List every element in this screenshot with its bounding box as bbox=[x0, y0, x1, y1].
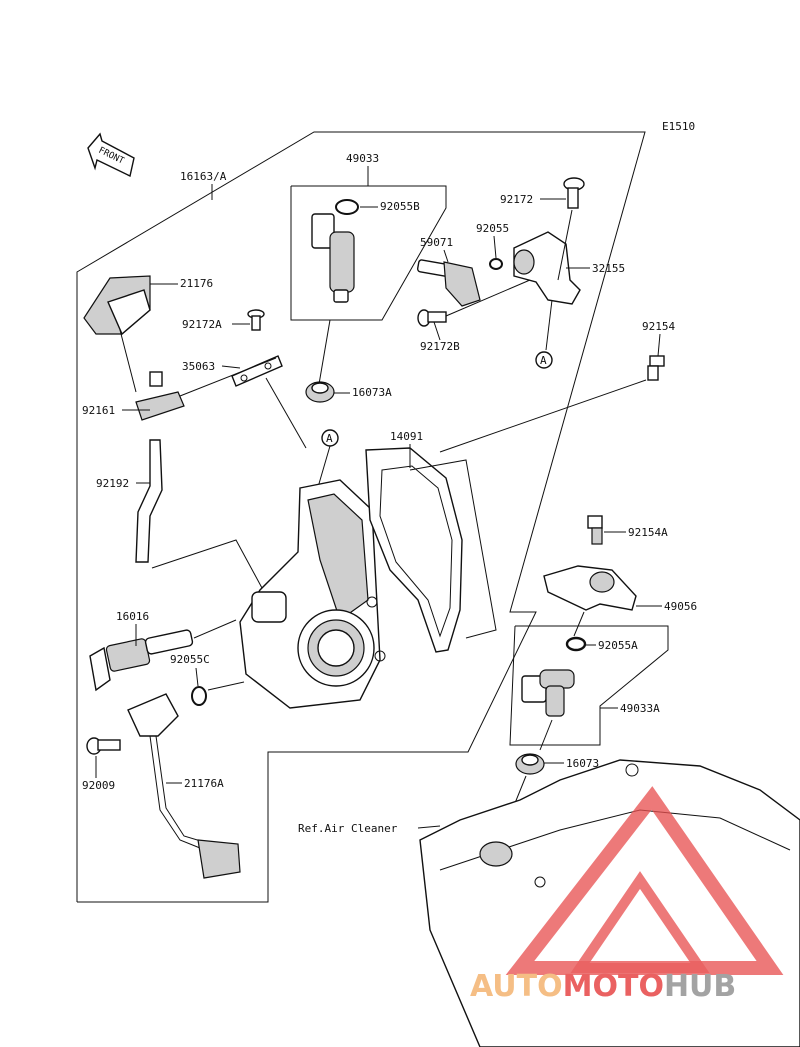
cover-14091 bbox=[365, 447, 463, 653]
injector-49033a bbox=[521, 669, 575, 717]
svg-text:A: A bbox=[326, 432, 333, 445]
label-49033: 49033 bbox=[346, 152, 379, 165]
label-49033a: 49033A bbox=[620, 702, 660, 715]
injector-49033 bbox=[311, 199, 359, 303]
screw-92172 bbox=[563, 177, 585, 209]
sensor-59071 bbox=[416, 259, 481, 307]
label-21176a: 21176A bbox=[184, 777, 224, 790]
callout-a-lower: A bbox=[535, 299, 553, 369]
screw-92172a bbox=[247, 309, 265, 331]
watermark-text-hub: HUB bbox=[664, 969, 736, 1004]
valve-16016 bbox=[89, 629, 194, 692]
oring-92055 bbox=[489, 258, 503, 270]
svg-text:AUTOMOTOHUB: AUTOMOTOHUB bbox=[470, 969, 736, 1004]
oring-92055c bbox=[191, 686, 207, 706]
seal-16073 bbox=[515, 753, 545, 775]
label-35063: 35063 bbox=[182, 360, 215, 373]
label-92055a: 92055A bbox=[598, 639, 638, 652]
assembly-outline bbox=[76, 131, 646, 903]
label-92154a: 92154A bbox=[628, 526, 668, 539]
label-16073: 16073 bbox=[566, 757, 599, 770]
callout-a-upper: A bbox=[315, 429, 339, 495]
screw-92172b bbox=[417, 309, 447, 327]
svg-text:A: A bbox=[540, 354, 547, 367]
label-16073a: 16073A bbox=[352, 386, 392, 399]
sensor-21176a bbox=[127, 693, 241, 879]
bolt-92154 bbox=[647, 355, 665, 381]
label-92172b: 92172B bbox=[420, 340, 460, 353]
label-16016: 16016 bbox=[116, 610, 149, 623]
watermark-logo: AUTOMOTOHUB bbox=[470, 786, 784, 1004]
label-16163a: 16163/A bbox=[180, 170, 227, 183]
diagram-code: E1510 bbox=[662, 120, 695, 133]
label-92161: 92161 bbox=[82, 404, 115, 417]
air-cleaner-housing bbox=[419, 759, 800, 1047]
screw-92009 bbox=[86, 737, 121, 755]
label-92172a: 92172A bbox=[182, 318, 222, 331]
label-92154: 92154 bbox=[642, 320, 675, 333]
front-arrow-icon: FRONT bbox=[87, 132, 135, 178]
label-21176: 21176 bbox=[180, 277, 213, 290]
oring-92055a bbox=[565, 636, 587, 652]
hose-92192 bbox=[135, 439, 163, 563]
label-14091: 14091 bbox=[390, 430, 423, 443]
sensor-21176 bbox=[83, 275, 185, 421]
watermark-text-auto: AUTO bbox=[470, 969, 563, 1004]
label-92055: 92055 bbox=[476, 222, 509, 235]
label-92192: 92192 bbox=[96, 477, 129, 490]
watermark-text-moto: MOTO bbox=[563, 969, 664, 1004]
throttle-body bbox=[239, 479, 386, 709]
pipe-49056 bbox=[543, 565, 637, 611]
label-92172: 92172 bbox=[500, 193, 533, 206]
label-32155: 32155 bbox=[592, 262, 625, 275]
label-49056: 49056 bbox=[664, 600, 697, 613]
label-92055c: 92055C bbox=[170, 653, 210, 666]
label-59071: 59071 bbox=[420, 236, 453, 249]
label-92055b: 92055B bbox=[380, 200, 420, 213]
seal-16073a bbox=[305, 381, 335, 403]
label-92009: 92009 bbox=[82, 779, 115, 792]
bolt-92154a bbox=[587, 515, 603, 545]
ref-air-cleaner-label: Ref.Air Cleaner bbox=[298, 822, 398, 835]
bracket-35063 bbox=[231, 355, 283, 387]
